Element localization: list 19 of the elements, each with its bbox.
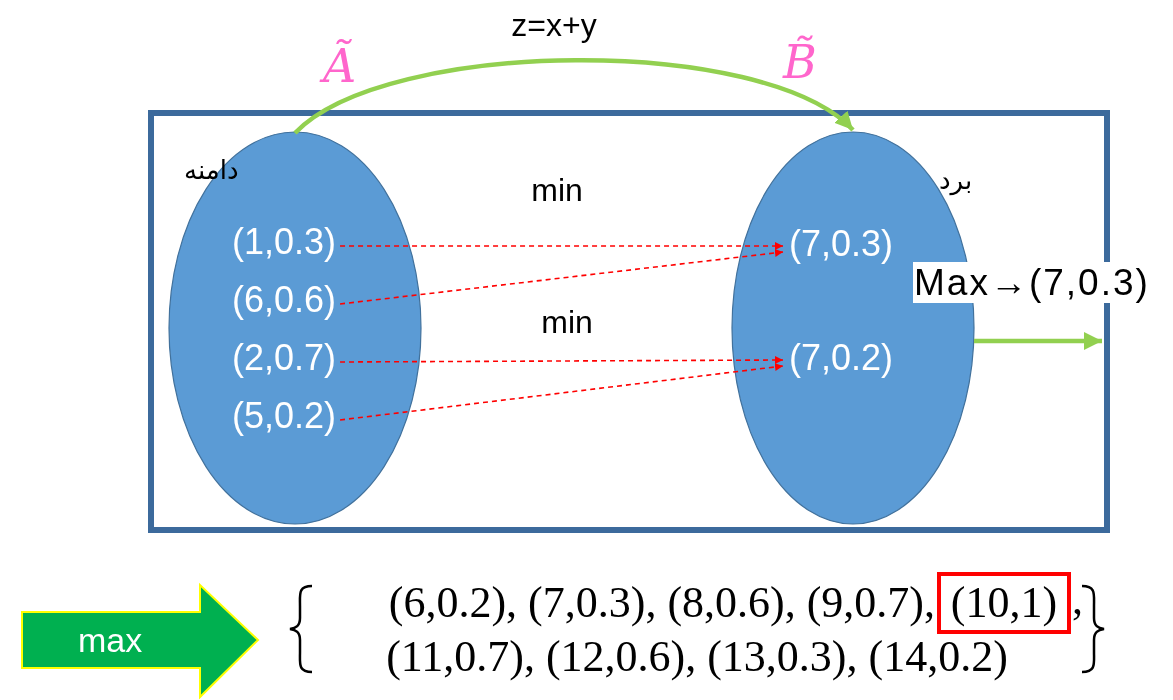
arrow (293, 58, 855, 135)
min-label: min (541, 306, 593, 338)
min-label: min (531, 174, 583, 206)
arrow-label: max (78, 623, 143, 657)
arrow (339, 248, 784, 305)
pair-text: (7,0.3) (789, 226, 894, 262)
arrow (339, 356, 784, 365)
pair-text: (6,0.6) (232, 282, 337, 318)
arrow (339, 363, 784, 421)
comma: , (1072, 578, 1083, 622)
arrow (974, 332, 1102, 350)
pair-text: (5,0.2) (232, 398, 337, 434)
highlight-box: (10,1) (937, 572, 1071, 634)
pair-text: (2,0.7) (232, 340, 337, 376)
arrow (339, 242, 784, 250)
set-text: (6,0.2), (7,0.3), (8,0.6), (9,0.7), (388, 581, 935, 625)
pair-text: (1,0.3) (232, 224, 337, 260)
pair-text: (7,0.2) (789, 340, 894, 376)
set-text: (11,0.7), (12,0.6), (13,0.3), (14,0.2) (386, 635, 1008, 679)
